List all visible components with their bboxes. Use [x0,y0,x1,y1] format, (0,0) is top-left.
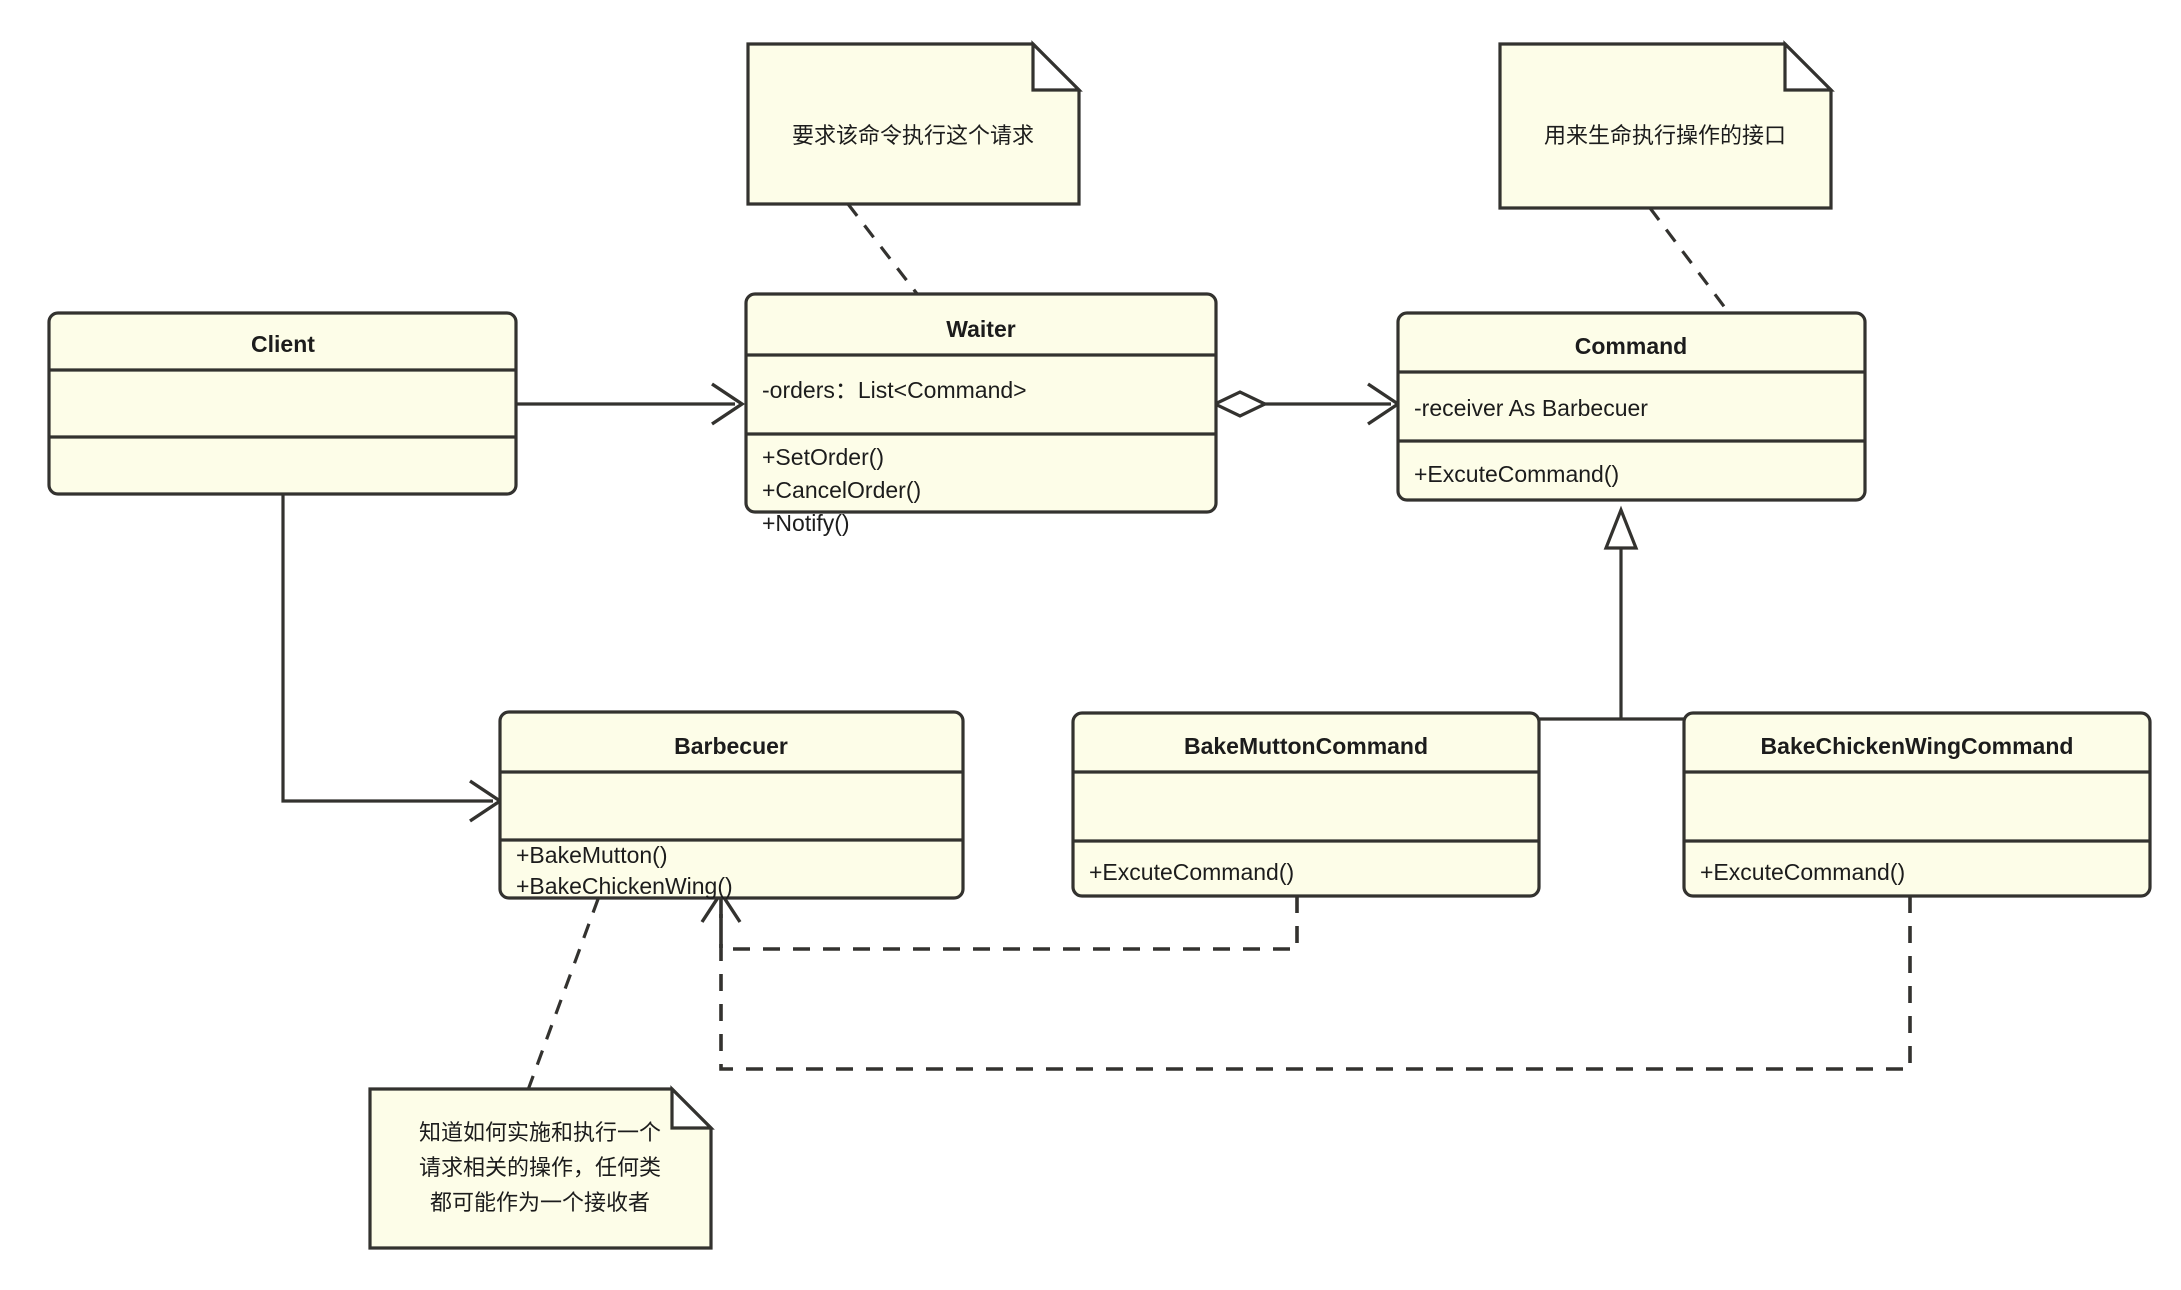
class-box-client[interactable]: Client [47,311,518,496]
note-waiter[interactable]: 要求该命令执行这个请求 [746,40,1083,206]
note-barbecuer-shape [368,1087,713,1250]
edge-generalization-tree[interactable] [1295,505,1910,729]
aggregation-diamond [1211,390,1269,418]
class-box-waiter-shape [744,292,1218,514]
note-fold-corner-icon [1031,40,1083,92]
edge-client-barbecuer[interactable] [281,494,504,823]
edge-waiter-command[interactable] [1211,382,1402,426]
class-name-waiter: Waiter [946,316,1015,342]
note-fold-corner-icon [670,1085,715,1130]
edge-note-waiter-link [846,203,923,300]
note-fold-corner-icon [1783,40,1835,92]
class-box-command-shape [1396,311,1867,502]
note-waiter-shape [746,42,1081,206]
edge-dependency-bakemutton-barbecuer[interactable] [700,889,1299,951]
class-method: +CancelOrder() [762,477,921,503]
class-box-bake-chicken-wing-command-shape [1682,711,2152,898]
class-method: +SetOrder() [762,444,884,470]
class-method: +ExcuteCommand() [1414,461,1619,487]
note-barbecuer-line: 知道如何实施和执行一个 [419,1121,661,1146]
class-method: +ExcuteCommand() [1089,859,1294,885]
class-method: +ExcuteCommand() [1700,859,1905,885]
note-barbecuer-line: 请求相关的操作，任何类 [419,1156,661,1181]
class-method: +BakeChickenWing() [516,873,733,899]
class-name-bake-chicken-wing-command: BakeChickenWingCommand [1761,733,2074,759]
note-command-line: 用来生命执行操作的接口 [1544,124,1786,149]
note-command-shape [1498,42,1833,210]
class-attribute: -receiver As Barbecuer [1414,395,1648,421]
class-box-command[interactable]: Command -receiver As Barbecuer +ExcuteCo… [1396,311,1867,502]
class-attribute: -orders：List<Command> [762,377,1027,403]
class-box-waiter[interactable]: Waiter -orders：List<Command> +SetOrder()… [744,292,1218,536]
class-box-bake-mutton-command[interactable]: BakeMuttonCommand +ExcuteCommand() [1071,711,1541,898]
class-box-barbecuer[interactable]: Barbecuer +BakeMutton() +BakeChickenWing… [498,710,965,900]
edge-dependency-bakechickenwing-barbecuer[interactable] [719,896,1912,1071]
class-method: +BakeMutton() [516,842,668,868]
note-barbecuer-line: 都可能作为一个接收者 [430,1191,650,1216]
note-waiter-line: 要求该命令执行这个请求 [792,124,1034,149]
class-box-barbecuer-shape [498,710,965,900]
class-name-client: Client [251,331,315,357]
class-box-bake-mutton-command-shape [1071,711,1541,898]
generalization-triangle [1603,505,1639,550]
edge-note-command-link [1648,207,1737,322]
class-box-bake-chicken-wing-command[interactable]: BakeChickenWingCommand +ExcuteCommand() [1682,711,2152,898]
note-barbecuer[interactable]: 知道如何实施和执行一个 请求相关的操作，任何类 都可能作为一个接收者 [368,1085,715,1250]
class-name-command: Command [1575,333,1687,359]
edge-client-waiter[interactable] [516,382,746,426]
class-name-bake-mutton-command: BakeMuttonCommand [1184,733,1428,759]
class-name-barbecuer: Barbecuer [674,733,788,759]
edge-note-barbecuer-link [526,890,603,1091]
class-method: +Notify() [762,510,850,536]
note-command[interactable]: 用来生命执行操作的接口 [1498,40,1835,210]
class-box-client-shape [47,311,518,496]
